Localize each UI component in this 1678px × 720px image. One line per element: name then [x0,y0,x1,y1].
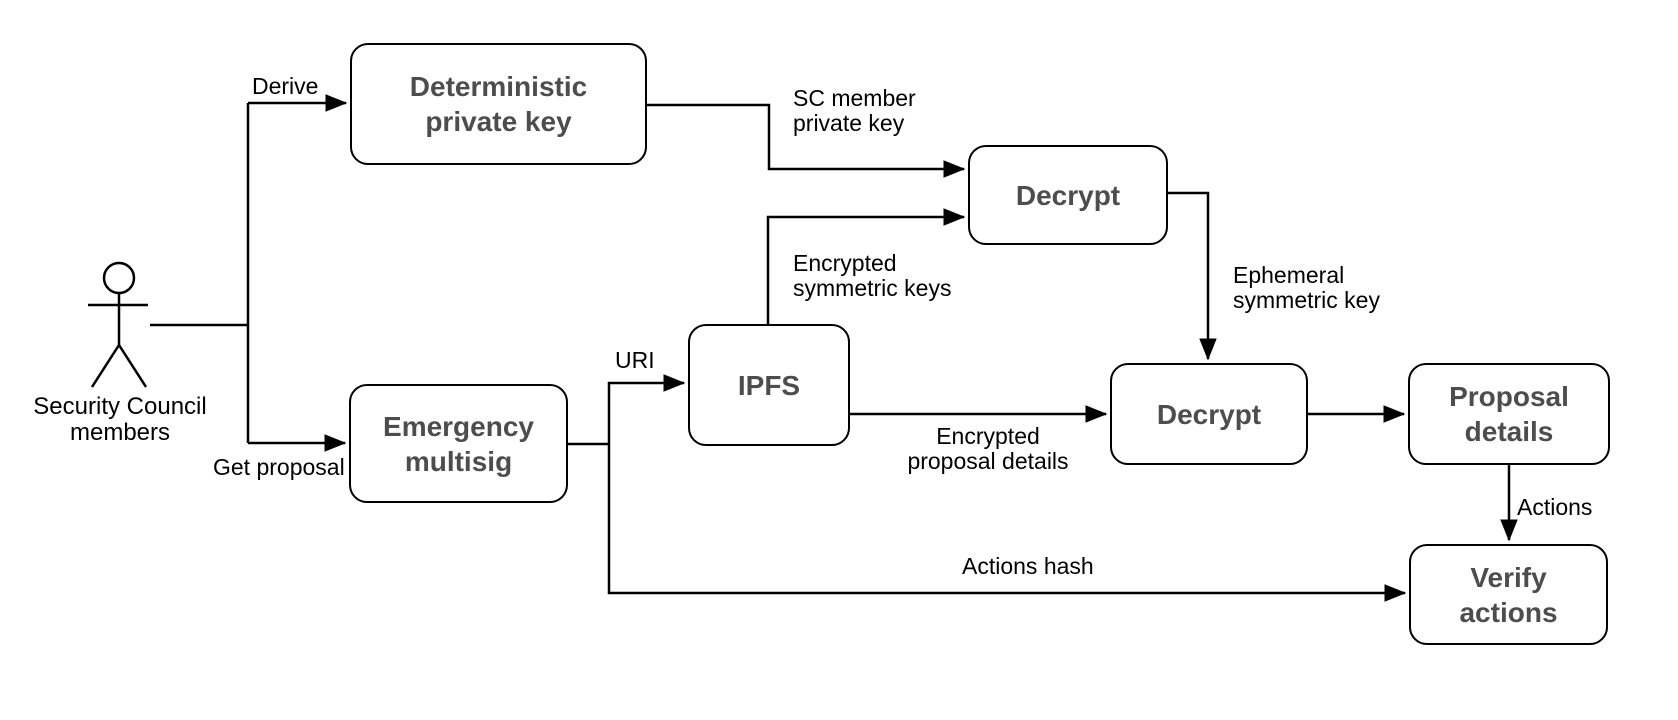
node-decrypt-keys[interactable]: Decrypt [968,145,1168,245]
node-proposal-details[interactable]: Proposal details [1408,363,1610,465]
node-label: Proposal [1449,381,1569,412]
edge-ephemeral-key [1168,191,1217,361]
node-label: Emergency [383,410,534,442]
edge-label-actions-hash: Actions hash [962,553,1094,579]
edge-sc-member-key [647,103,966,178]
edge-label-encrypted-proposal: Encrypted proposal details [907,423,1069,474]
node-deterministic-private-key[interactable]: Deterministic private key [350,43,647,165]
node-label: IPFS [737,369,801,401]
edge-label-actions: Actions [1517,494,1593,520]
edge-encrypted-sym-keys [766,208,966,324]
node-label: private key [425,106,572,137]
node-label: Verify [1470,561,1547,593]
node-label: details [1464,416,1554,447]
node-label: actions [1459,596,1558,628]
edge-label-sc-member-key: SC member private key [793,85,916,136]
actor-label-line: Security Council [33,393,207,420]
edge-label-derive: Derive [252,73,319,99]
node-emergency-multisig[interactable]: Emergency multisig [349,384,568,503]
edge-label-uri: URI [615,347,655,373]
edge-label-encrypted-sym-keys: Encrypted symmetric keys [793,250,952,301]
edge-actions-hash [607,444,1407,602]
node-label: multisig [404,445,513,477]
node-label: Deterministic [409,71,588,102]
node-label: Decrypt [1015,179,1121,211]
edge-label-get-proposal: Get proposal [213,454,345,480]
node-decrypt-proposal[interactable]: Decrypt [1110,363,1308,465]
node-ipfs[interactable]: IPFS [688,324,850,446]
node-verify-actions[interactable]: Verify actions [1409,544,1608,645]
node-label: Decrypt [1156,398,1262,430]
edge-label-ephemeral-key: Ephemeral symmetric key [1233,262,1380,313]
actor-label-line: members [69,419,171,446]
actor-label: Security Council members [20,394,220,446]
actor-icon[interactable] [88,261,148,388]
edge-uri [607,374,686,444]
